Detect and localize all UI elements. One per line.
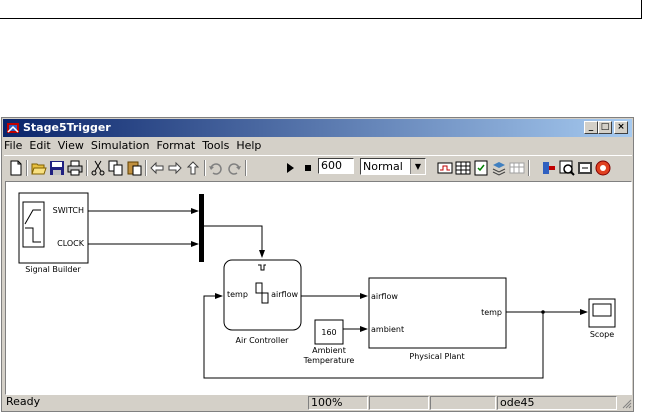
up-icon[interactable] xyxy=(185,160,201,176)
profile-icon[interactable] xyxy=(559,160,575,176)
stop-time-input[interactable]: 600 xyxy=(318,158,354,174)
menu-help[interactable]: Help xyxy=(236,139,262,152)
physical-plant-block[interactable] xyxy=(368,277,507,349)
plant-port-airflow: airflow xyxy=(371,292,398,301)
ambient-label-line2: Temperature xyxy=(303,356,355,365)
maximize-button[interactable]: □ xyxy=(598,121,612,134)
toolbar-separator xyxy=(86,160,88,176)
air-controller-block[interactable] xyxy=(223,259,302,331)
redo-icon[interactable] xyxy=(226,160,242,176)
window-title: Stage5Trigger xyxy=(23,121,111,134)
chevron-down-icon[interactable]: ▼ xyxy=(410,159,425,174)
forward-icon[interactable] xyxy=(167,160,183,176)
build-icon[interactable] xyxy=(437,160,453,176)
scope-block[interactable] xyxy=(588,298,616,328)
signal-builder-icon xyxy=(22,201,45,248)
signal-builder-label: Signal Builder xyxy=(25,265,81,274)
model-advisor-icon[interactable] xyxy=(541,160,557,176)
menu-format[interactable]: Format xyxy=(156,139,196,152)
menu-file[interactable]: File xyxy=(4,139,23,152)
ambient-constant-block[interactable] xyxy=(314,319,344,345)
resize-grip-icon[interactable] xyxy=(621,398,632,409)
plant-port-temp: temp xyxy=(481,308,502,317)
toolbar-separator xyxy=(26,160,28,176)
ambient-label-line1: Ambient xyxy=(312,346,346,355)
toolbar-separator xyxy=(145,160,147,176)
help-icon[interactable] xyxy=(595,160,611,176)
air-controller-port-temp: temp xyxy=(227,290,248,299)
block-diagram: SWITCH CLOCK Signal Builder temp airflow… xyxy=(18,192,616,379)
menu-tools[interactable]: Tools xyxy=(202,139,230,152)
status-empty-1 xyxy=(369,396,429,410)
library-icon[interactable] xyxy=(455,160,471,176)
status-empty-2 xyxy=(430,396,496,410)
save-icon[interactable] xyxy=(49,160,65,176)
close-button[interactable]: × xyxy=(614,121,628,134)
mux-block[interactable] xyxy=(199,194,204,262)
menu-edit[interactable]: Edit xyxy=(29,139,51,152)
status-solver: ode45 xyxy=(497,396,617,410)
undo-icon[interactable] xyxy=(208,160,224,176)
report-icon[interactable] xyxy=(577,160,593,176)
model-explorer-icon[interactable] xyxy=(473,160,489,176)
physical-plant-label: Physical Plant xyxy=(409,352,464,361)
copy-icon[interactable] xyxy=(108,160,124,176)
cut-icon[interactable] xyxy=(90,160,106,176)
scope-screen-icon xyxy=(592,303,612,317)
simulation-mode-value: Normal xyxy=(363,160,403,173)
toolbar-separator xyxy=(245,160,247,176)
menu-bar: File Edit View Simulation Format Tools Help xyxy=(4,138,268,154)
signal-builder-port-clock: CLOCK xyxy=(57,239,85,248)
simulation-mode-select[interactable]: Normal ▼ xyxy=(360,158,426,175)
status-bar: Ready 100% ode45 xyxy=(4,396,633,411)
simulink-model-window: Stage5Trigger _ □ × File Edit View Simulati… xyxy=(1,117,634,412)
minimize-button[interactable]: _ xyxy=(584,121,598,134)
print-icon[interactable] xyxy=(67,160,83,176)
status-zoom: 100% xyxy=(308,396,368,410)
air-controller-port-airflow: airflow xyxy=(271,290,298,299)
status-state: Ready xyxy=(6,395,41,408)
back-icon[interactable] xyxy=(149,160,165,176)
model-canvas[interactable]: SWITCH CLOCK Signal Builder temp airflow… xyxy=(5,181,632,395)
update-diagram-icon[interactable] xyxy=(509,160,525,176)
toolbar xyxy=(4,155,632,180)
air-controller-label: Air Controller xyxy=(236,336,290,345)
toolbar-separator xyxy=(204,160,206,176)
background-window-strip xyxy=(0,0,642,19)
ambient-value: 160 xyxy=(321,328,336,337)
signal-line-temp-feedback[interactable] xyxy=(203,293,544,379)
menu-simulation[interactable]: Simulation xyxy=(90,139,150,152)
start-icon[interactable] xyxy=(282,160,298,176)
plant-port-ambient: ambient xyxy=(371,325,404,334)
debugger-icon[interactable] xyxy=(491,160,507,176)
menu-view[interactable]: View xyxy=(57,139,84,152)
waveform-icon xyxy=(24,209,41,243)
chart-icon-state xyxy=(261,292,269,304)
chart-icon xyxy=(255,282,263,294)
trigger-icon xyxy=(258,264,266,271)
paste-icon[interactable] xyxy=(126,160,142,176)
signal-line-trigger[interactable] xyxy=(204,225,265,258)
title-bar[interactable]: Stage5Trigger _ □ × xyxy=(3,119,632,137)
stop-icon[interactable] xyxy=(300,160,316,176)
signal-builder-port-switch: SWITCH xyxy=(53,206,84,215)
new-icon[interactable] xyxy=(8,160,24,176)
toolbar-separator xyxy=(528,160,530,176)
simulink-app-icon xyxy=(7,123,19,133)
open-icon[interactable] xyxy=(31,160,47,176)
scope-label: Scope xyxy=(590,330,614,339)
signal-builder-block[interactable] xyxy=(18,192,89,264)
